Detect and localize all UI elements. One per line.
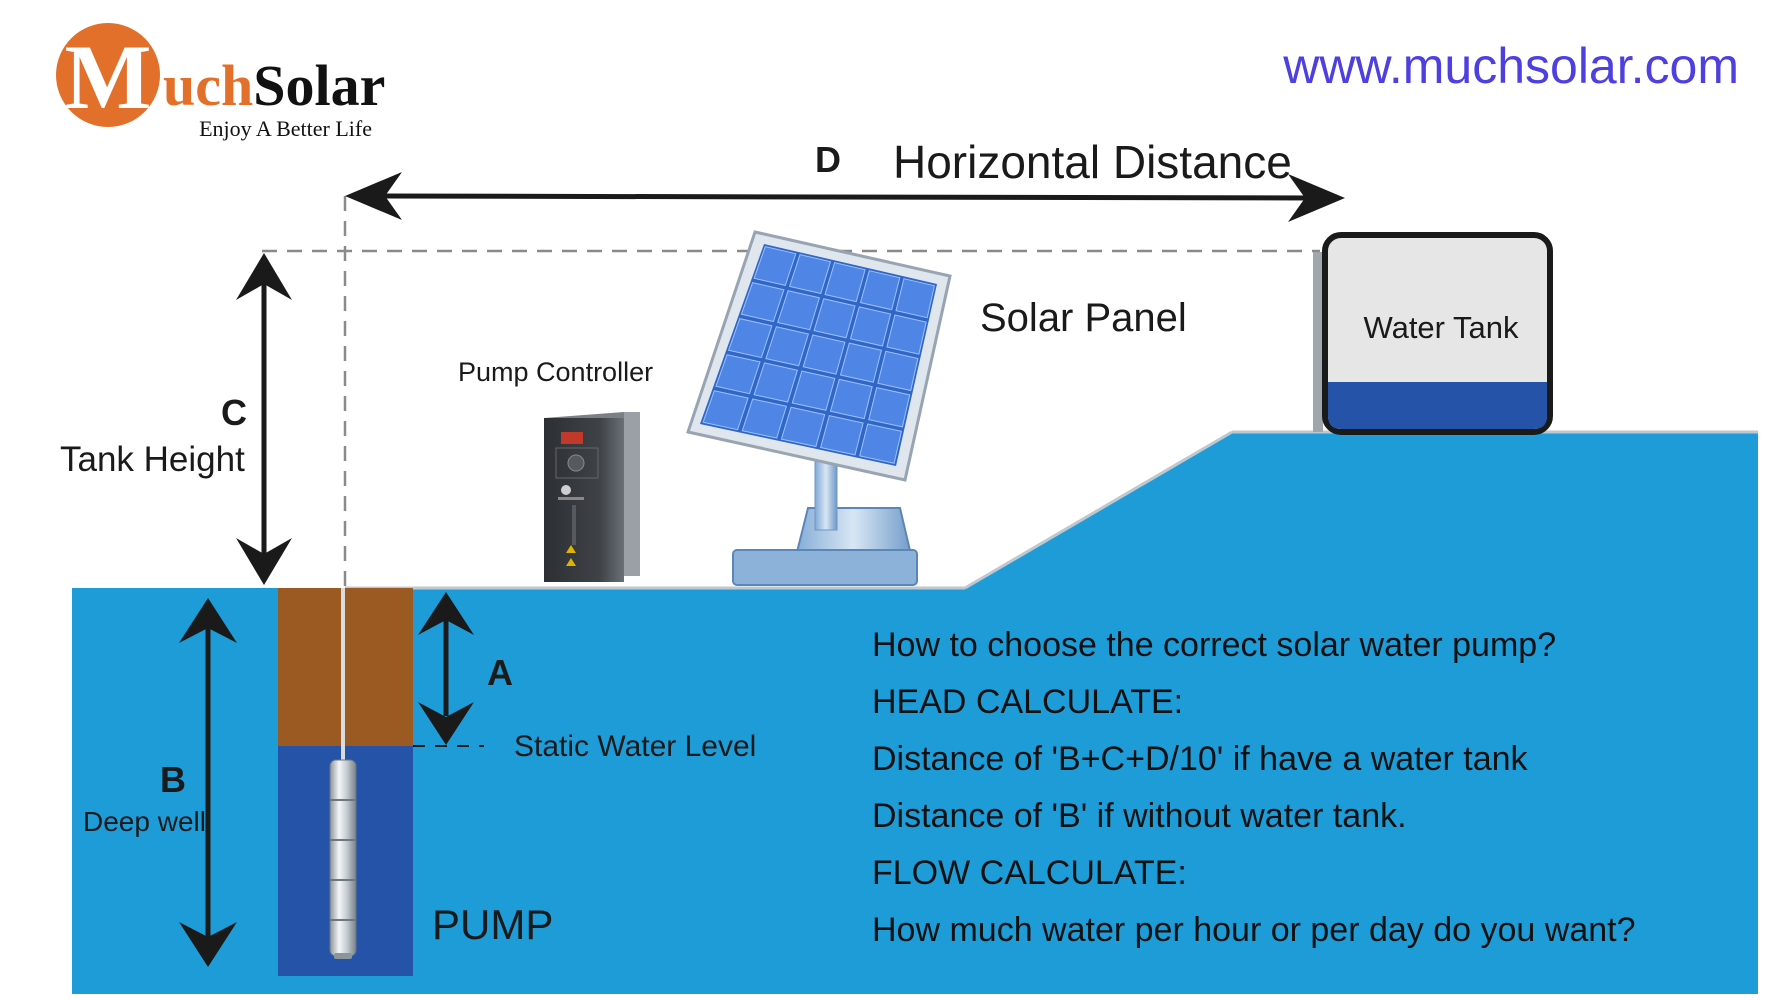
solar-cell (886, 314, 927, 355)
info-line-head-with-tank: Distance of 'B+C+D/10' if have a water t… (872, 740, 1529, 778)
solar-cell (753, 362, 799, 403)
logo-circle (56, 23, 160, 127)
label-d-letter: D (815, 139, 841, 180)
solar-cell (791, 370, 836, 411)
info-line-question: How to choose the correct solar water pu… (872, 626, 1556, 664)
solar-cell (859, 423, 902, 464)
label-b-letter: B (160, 759, 186, 800)
solar-cell (741, 398, 788, 439)
well-soil (278, 588, 413, 746)
website-url[interactable]: www.muchsolar.com (1282, 38, 1739, 94)
solar-cell (829, 378, 873, 420)
solar-cell (859, 270, 901, 311)
ground-terrain (72, 432, 1758, 994)
a-vertical-arrow (418, 592, 474, 745)
logo-wordmark: uchSolar (163, 53, 385, 118)
solar-cell (802, 334, 846, 375)
label-tank-height: Tank Height (60, 440, 245, 479)
info-line-flow-heading: FLOW CALCULATE: (872, 854, 1187, 892)
solar-cell (849, 306, 892, 347)
submersible-pump-icon (329, 759, 357, 959)
info-line-head-without-tank: Distance of 'B' if without water tank. (872, 797, 1407, 835)
label-solar-panel: Solar Panel (980, 296, 1187, 340)
logo-wordmark-orange: uch (163, 53, 253, 118)
solar-cell (765, 326, 810, 367)
water-tank (1313, 232, 1553, 435)
b-vertical-arrow (179, 598, 237, 967)
label-water-tank: Water Tank (1363, 310, 1519, 345)
solar-cell (895, 278, 935, 319)
label-pump-controller: Pump Controller (458, 357, 653, 387)
slope-edge (964, 430, 1233, 590)
solar-cell (868, 387, 911, 428)
solar-cell (813, 298, 856, 339)
solar-cell (780, 406, 826, 448)
info-line-flow-question: How much water per hour or per day do yo… (872, 911, 1636, 949)
solar-cell (839, 342, 883, 383)
solar-cell (702, 390, 749, 431)
solar-cell (788, 254, 832, 295)
c-vertical-arrow (236, 253, 292, 585)
label-static-water-level: Static Water Level (514, 730, 756, 763)
label-pump: PUMP (432, 901, 553, 948)
logo-wordmark-black: Solar (253, 53, 385, 118)
label-c-letter: C (221, 392, 247, 433)
solar-cell (740, 282, 785, 323)
info-block: How to choose the correct solar water pu… (872, 626, 1636, 949)
solar-cell (877, 350, 919, 392)
label-deep-well: Deep well (83, 806, 206, 837)
logo-tagline: Enjoy A Better Life (199, 116, 372, 141)
solar-cell (727, 318, 773, 359)
d-horizontal-arrow (345, 172, 1345, 222)
logo-letter: M (65, 26, 152, 128)
label-a-letter: A (487, 652, 513, 693)
brand-logo: M uchSolar Enjoy A Better Life (56, 23, 385, 141)
solar-cell (777, 290, 821, 331)
label-horizontal-distance: Horizontal Distance (893, 136, 1292, 188)
solar-cell (715, 354, 761, 395)
info-line-head-heading: HEAD CALCULATE: (872, 683, 1183, 721)
solar-cell (753, 246, 797, 286)
pump-controller-icon (544, 412, 640, 582)
solar-cell (819, 415, 864, 456)
solar-panel-icon (686, 230, 952, 586)
solar-cell (824, 262, 866, 303)
